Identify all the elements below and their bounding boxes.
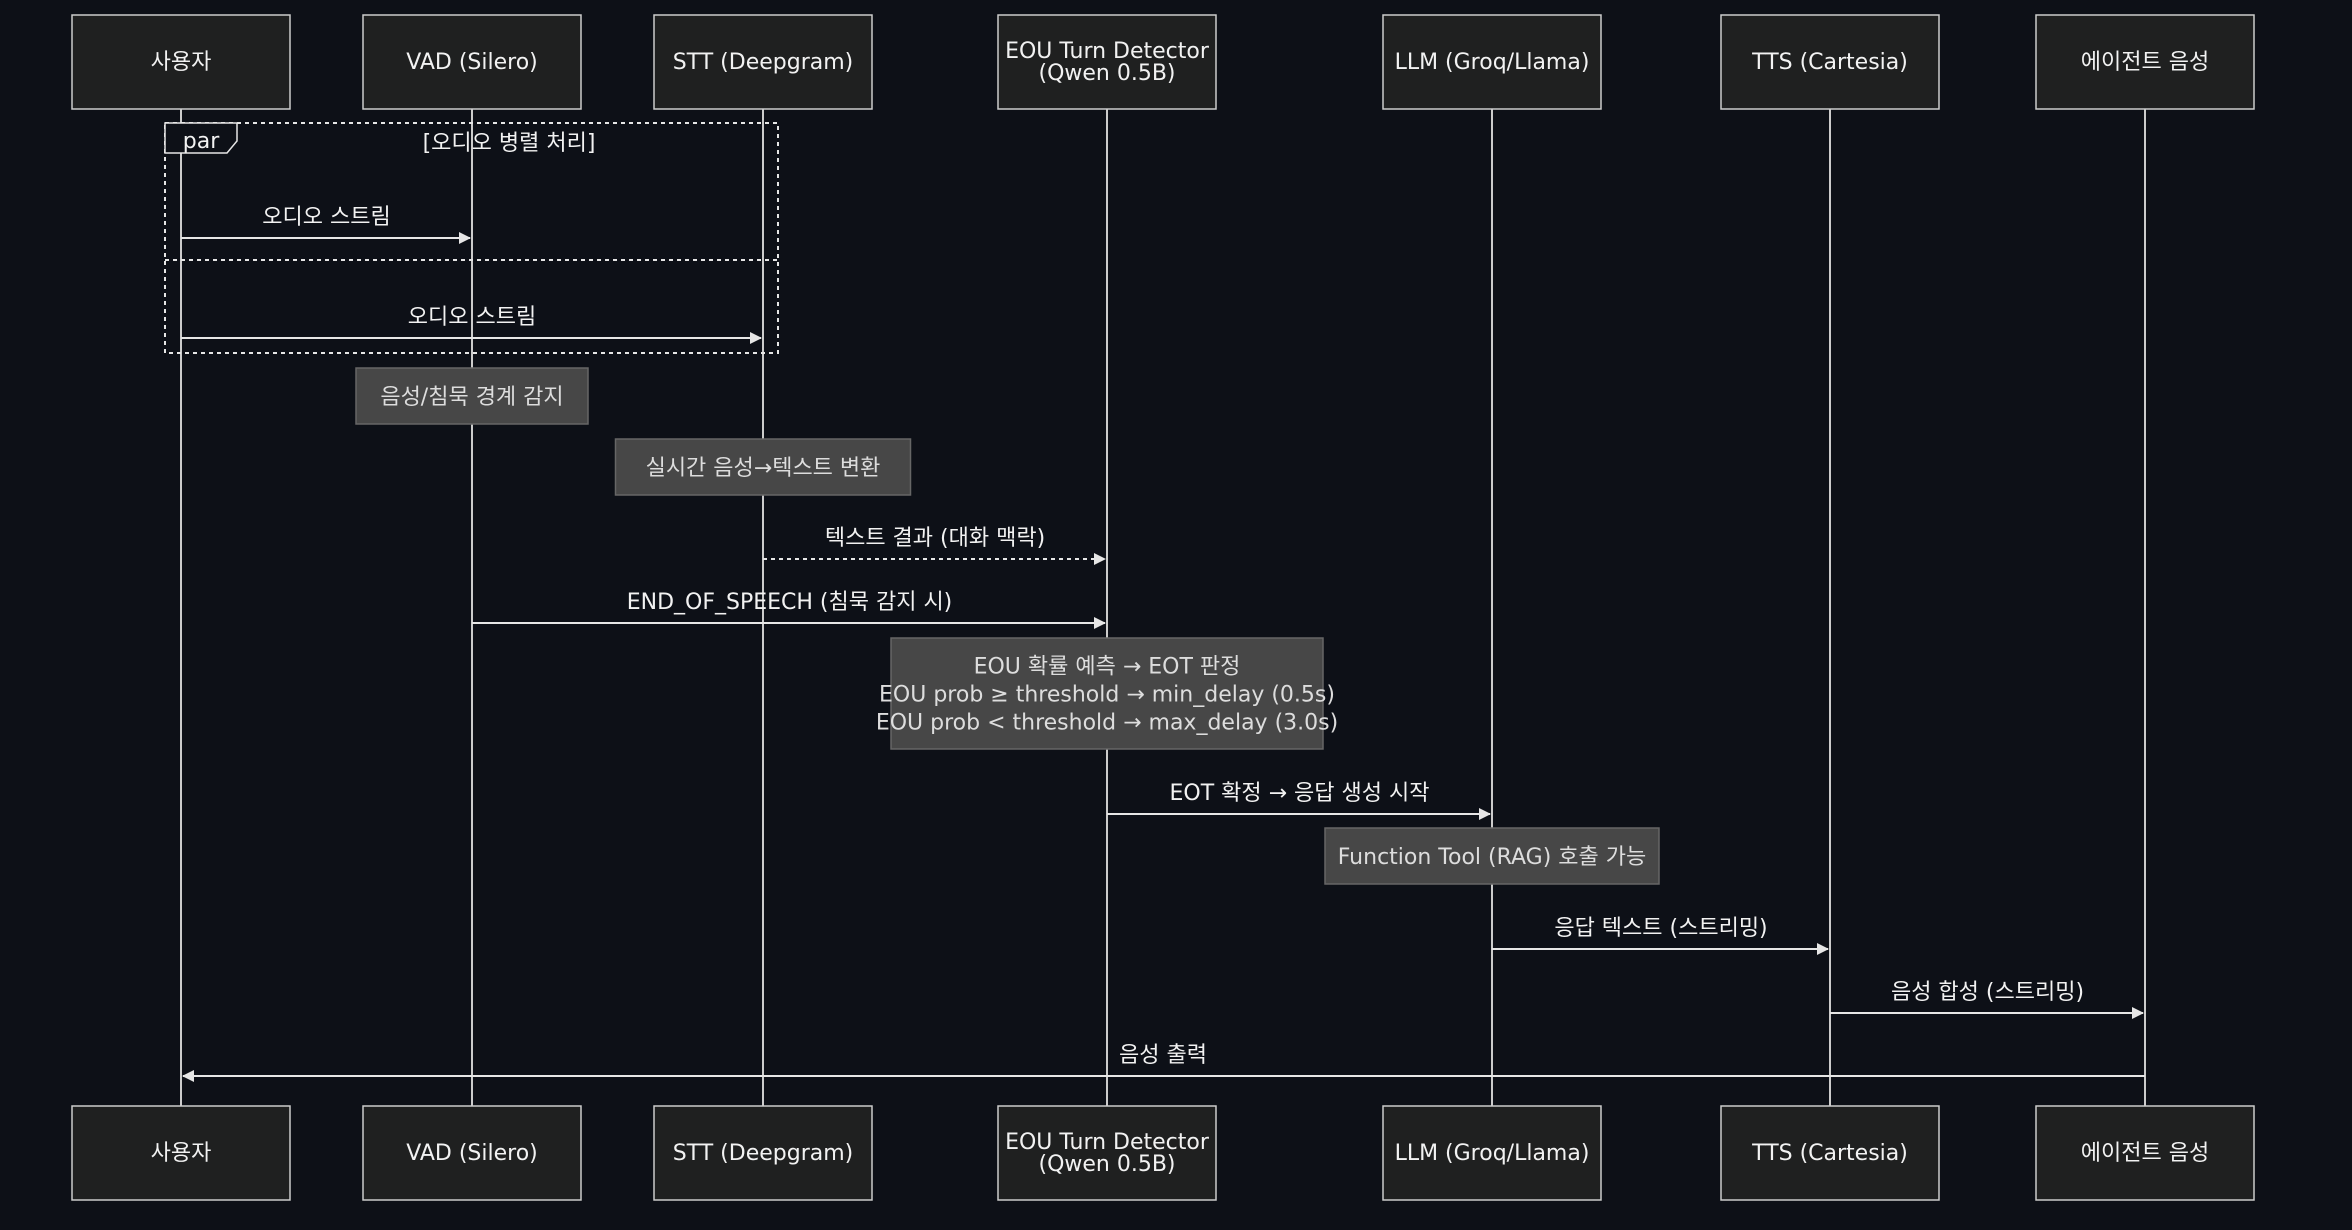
participant-stt-top: STT (Deepgram) — [653, 14, 873, 110]
participant-tts-bottom: TTS (Cartesia) — [1720, 1105, 1940, 1201]
msg-speech-synth: 음성 합성 (스트리밍) — [1830, 980, 2144, 1019]
note-text: EOU 확률 예측 → EOT 판정 — [974, 655, 1241, 680]
participant-label: EOU Turn Detector — [1005, 39, 1210, 64]
message-label: 오디오 스트림 — [408, 305, 536, 330]
message-label: 음성 출력 — [1119, 1043, 1207, 1068]
par-frame: par [오디오 병렬 처리] — [164, 122, 779, 354]
participant-box — [362, 14, 582, 110]
participant-label: STT (Deepgram) — [673, 1141, 854, 1166]
participant-label: 사용자 — [151, 1141, 212, 1166]
participant-label: EOU Turn Detector — [1005, 1130, 1210, 1155]
note-vad-detect: 음성/침묵 경계 감지 — [355, 367, 589, 425]
participant-llm-bottom: LLM (Groq/Llama) — [1382, 1105, 1602, 1201]
participant-label: (Qwen 0.5B) — [1038, 61, 1175, 86]
note-box — [614, 438, 912, 496]
message-label: 음성 합성 (스트리밍) — [1891, 980, 2084, 1005]
participant-box — [2035, 14, 2255, 110]
msg-speech-output: 음성 출력 — [182, 1043, 2145, 1082]
msg-end-of-speech: END_OF_SPEECH (침묵 감지 시) — [472, 590, 1106, 629]
participant-user-bottom: 사용자 — [71, 1105, 291, 1201]
par-frame-kind: par — [183, 129, 220, 154]
participant-voice-bottom: 에이전트 음성 — [2035, 1105, 2255, 1201]
message-label: 텍스트 결과 (대화 맥락) — [825, 526, 1045, 551]
msg-text-result: 텍스트 결과 (대화 맥락) — [763, 526, 1106, 565]
note-text: 음성/침묵 경계 감지 — [380, 385, 563, 410]
par-frame-title: [오디오 병렬 처리] — [423, 131, 596, 156]
note-llm-tool: Function Tool (RAG) 호출 가능 — [1324, 827, 1660, 885]
participant-label: 사용자 — [151, 50, 212, 75]
note-text: Function Tool (RAG) 호출 가능 — [1338, 845, 1647, 870]
note-text: EOU prob ≥ threshold → min_delay (0.5s) — [879, 683, 1335, 708]
participant-label: STT (Deepgram) — [673, 50, 854, 75]
message-label: EOT 확정 → 응답 생성 시작 — [1170, 781, 1430, 806]
participant-label: VAD (Silero) — [406, 1141, 538, 1166]
par-frame-label-box — [164, 122, 238, 154]
participant-box — [653, 1105, 873, 1201]
participant-box — [362, 1105, 582, 1201]
participant-vad-bottom: VAD (Silero) — [362, 1105, 582, 1201]
participant-llm-top: LLM (Groq/Llama) — [1382, 14, 1602, 110]
participant-box — [1382, 1105, 1602, 1201]
note-stt-convert: 실시간 음성→텍스트 변환 — [614, 438, 912, 496]
participant-box — [71, 1105, 291, 1201]
msg-audio-stream-vad: 오디오 스트림 — [181, 205, 471, 244]
participant-label: VAD (Silero) — [406, 50, 538, 75]
participant-box — [997, 1105, 1217, 1201]
participant-label: LLM (Groq/Llama) — [1395, 1141, 1590, 1166]
note-box — [355, 367, 589, 425]
participant-label: 에이전트 음성 — [2081, 50, 2209, 75]
participant-voice-top: 에이전트 음성 — [2035, 14, 2255, 110]
msg-response-text: 응답 텍스트 (스트리밍) — [1492, 916, 1829, 955]
participant-label: TTS (Cartesia) — [1751, 1141, 1908, 1166]
participant-label: 에이전트 음성 — [2081, 1141, 2209, 1166]
participant-box — [1720, 14, 1940, 110]
note-text: EOU prob < threshold → max_delay (3.0s) — [876, 711, 1338, 736]
participant-box — [997, 14, 1217, 110]
participant-box — [1720, 1105, 1940, 1201]
participant-box — [653, 14, 873, 110]
participant-vad-top: VAD (Silero) — [362, 14, 582, 110]
participants-bottom: 사용자 VAD (Silero) STT (Deepgram) EOU Turn De… — [71, 1105, 2255, 1201]
par-frame-border — [164, 122, 779, 354]
msg-audio-stream-stt: 오디오 스트림 — [181, 305, 762, 344]
message-label: END_OF_SPEECH (침묵 감지 시) — [627, 590, 953, 615]
participant-eou-bottom: EOU Turn Detector(Qwen 0.5B) — [997, 1105, 1217, 1201]
participant-tts-top: TTS (Cartesia) — [1720, 14, 1940, 110]
participant-label: LLM (Groq/Llama) — [1395, 50, 1590, 75]
lifelines — [180, 109, 2146, 1106]
participant-stt-bottom: STT (Deepgram) — [653, 1105, 873, 1201]
note-box — [1324, 827, 1660, 885]
note-text: 실시간 음성→텍스트 변환 — [646, 456, 881, 481]
note-box — [890, 637, 1324, 750]
participant-box — [1382, 14, 1602, 110]
note-eou-predict: EOU 확률 예측 → EOT 판정 EOU prob ≥ threshold →… — [876, 637, 1338, 750]
participant-eou-top: EOU Turn Detector(Qwen 0.5B) — [997, 14, 1217, 110]
participant-user-top: 사용자 — [71, 14, 291, 110]
participant-label: TTS (Cartesia) — [1751, 50, 1908, 75]
message-label: 오디오 스트림 — [262, 205, 390, 230]
participants-top: 사용자 VAD (Silero) STT (Deepgram) EOU Turn De… — [71, 14, 2255, 110]
participant-box — [71, 14, 291, 110]
participant-box — [2035, 1105, 2255, 1201]
participant-label: (Qwen 0.5B) — [1038, 1152, 1175, 1177]
message-label: 응답 텍스트 (스트리밍) — [1554, 916, 1767, 941]
msg-eot-confirm: EOT 확정 → 응답 생성 시작 — [1107, 781, 1491, 820]
